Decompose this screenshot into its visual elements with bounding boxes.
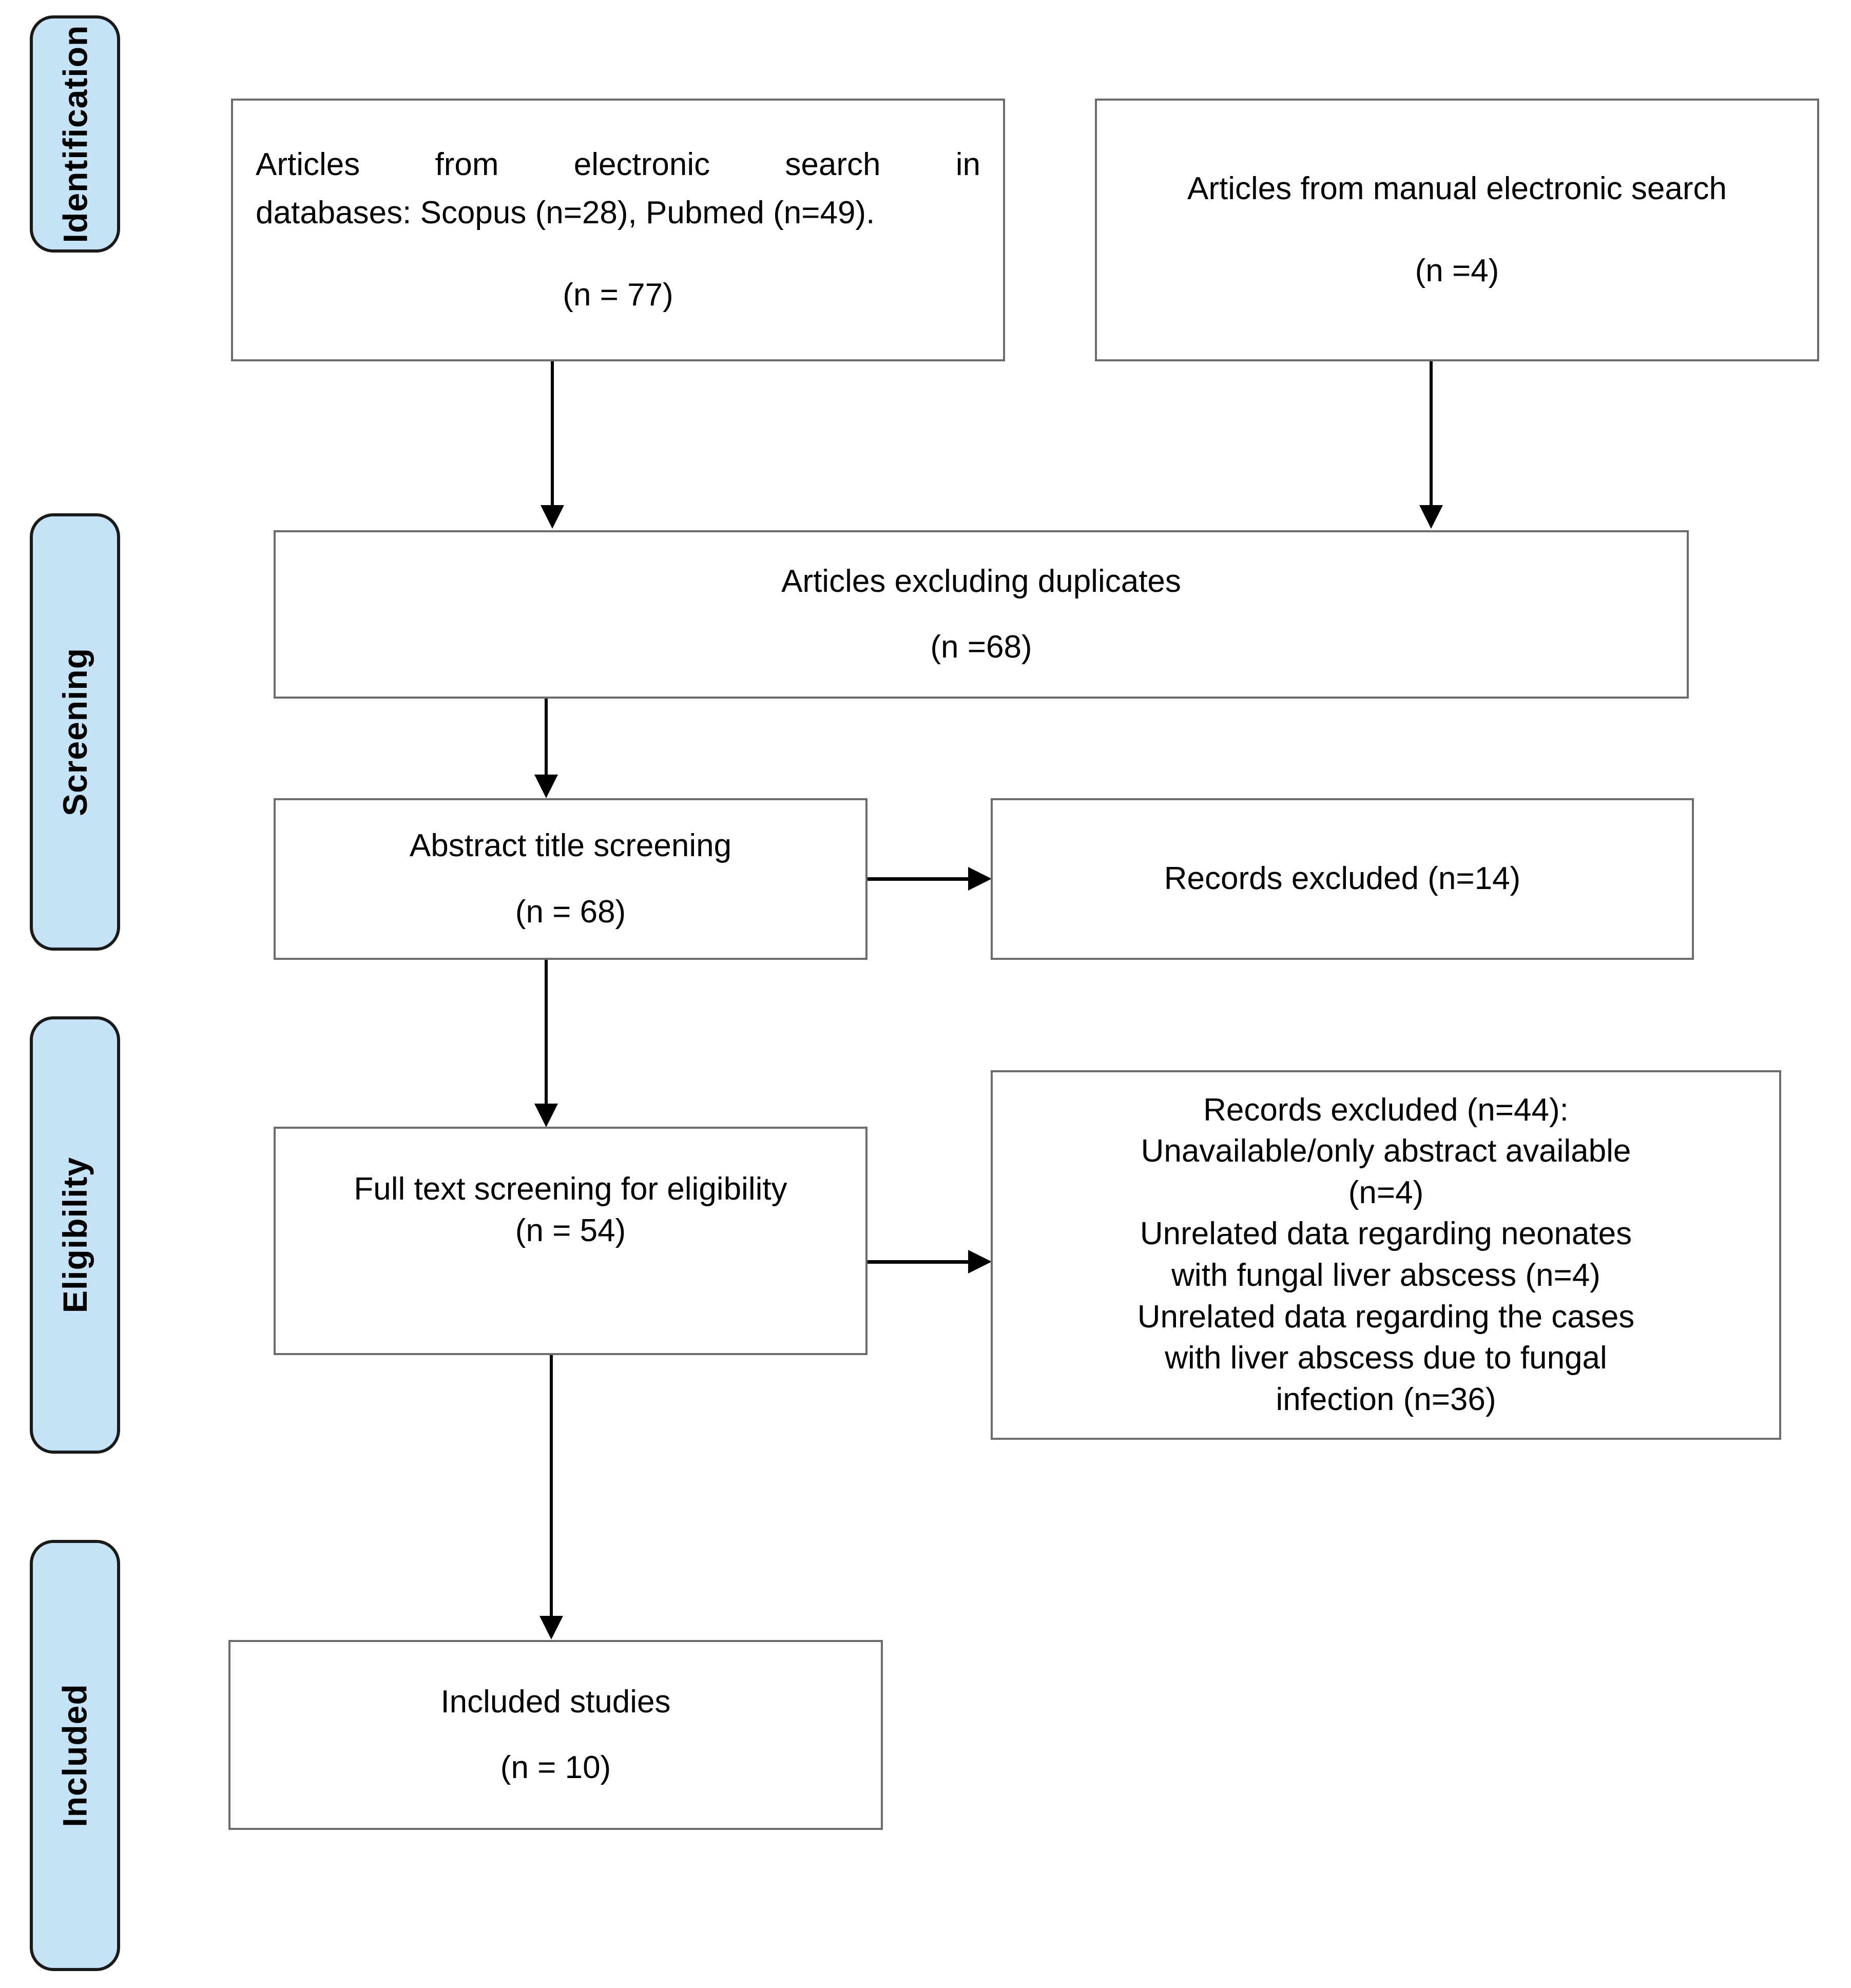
full-text-screening-line1: Full text screening for eligibility	[354, 1171, 787, 1207]
stage-label-eligibility-text: Eligibility	[56, 1156, 94, 1314]
records-excluded-eligibility-line5: with fungal liver abscess (n=4)	[1171, 1258, 1601, 1293]
box-records-excluded-screening: Records excluded (n=14)	[991, 798, 1694, 960]
connector-manual-to-duplicates	[1430, 361, 1433, 505]
connector-duplicates-to-abstract	[545, 699, 548, 775]
spacer	[1120, 213, 1795, 247]
included-studies-line1: Included studies	[440, 1684, 671, 1720]
included-studies-count: (n = 10)	[500, 1750, 611, 1785]
connector-fulltext-to-excluded44	[867, 1260, 969, 1264]
spacer	[298, 871, 843, 888]
box-included-studies: Included studies (n = 10)	[228, 1640, 883, 1830]
records-excluded-screening-line1: Records excluded (n=14)	[1164, 861, 1521, 897]
stage-label-screening: Screening	[30, 513, 120, 951]
stage-label-identification: Identification	[30, 15, 120, 253]
records-excluded-eligibility-line1: Records excluded (n=44):	[1203, 1092, 1569, 1128]
full-text-screening-count: (n = 54)	[515, 1212, 626, 1248]
stage-label-screening-text: Screening	[56, 647, 94, 817]
records-excluded-eligibility-line6: Unrelated data regarding the cases	[1137, 1299, 1635, 1335]
arrowhead-electronic-to-duplicates	[541, 505, 564, 529]
box-records-excluded-eligibility: Records excluded (n=44): Unavailable/onl…	[991, 1070, 1781, 1440]
stage-label-eligibility: Eligibility	[30, 1016, 120, 1454]
box-manual-search: Articles from manual electronic search (…	[1095, 99, 1819, 361]
abstract-title-screening-line1: Abstract title screening	[409, 828, 732, 864]
spacer	[253, 1726, 858, 1744]
arrowhead-fulltext-to-included	[539, 1616, 563, 1639]
manual-search-line1: Articles from manual electronic search	[1187, 170, 1727, 206]
excluding-duplicates-count: (n =68)	[930, 629, 1032, 665]
records-excluded-eligibility-line2: Unavailable/only abstract available	[1141, 1133, 1631, 1169]
arrowhead-abstract-to-excluded14	[968, 867, 992, 891]
electronic-search-count: (n = 77)	[563, 277, 673, 313]
stage-label-included: Included	[30, 1540, 120, 1971]
spacer	[298, 606, 1664, 623]
arrowhead-duplicates-to-abstract	[534, 775, 558, 798]
manual-search-count: (n =4)	[1415, 253, 1499, 288]
records-excluded-eligibility-line7: with liver abscess due to fungal	[1165, 1340, 1607, 1376]
connector-electronic-to-duplicates	[551, 361, 554, 505]
box-full-text-screening: Full text screening for eligibility (n =…	[274, 1127, 867, 1355]
box-excluding-duplicates: Articles excluding duplicates (n =68)	[274, 530, 1689, 699]
connector-fulltext-to-included	[550, 1355, 553, 1616]
records-excluded-eligibility-line3: (n=4)	[1348, 1174, 1424, 1210]
box-electronic-search: Articles from electronic search in datab…	[231, 99, 1005, 361]
records-excluded-eligibility-line8: infection (n=36)	[1276, 1381, 1496, 1417]
spacer	[256, 237, 980, 271]
stage-label-identification-text: Identification	[56, 25, 94, 243]
arrowhead-abstract-to-fulltext	[534, 1104, 558, 1127]
abstract-title-screening-count: (n = 68)	[515, 894, 626, 930]
electronic-search-line2: databases: Scopus (n=28), Pubmed (n=49).	[256, 195, 875, 230]
connector-abstract-to-fulltext	[545, 960, 548, 1104]
electronic-search-line1: Articles from electronic search in	[256, 146, 980, 182]
records-excluded-eligibility-line4: Unrelated data regarding neonates	[1140, 1216, 1632, 1252]
connector-abstract-to-excluded14	[867, 877, 969, 881]
arrowhead-fulltext-to-excluded44	[968, 1250, 992, 1273]
arrowhead-manual-to-duplicates	[1419, 505, 1443, 529]
excluding-duplicates-line1: Articles excluding duplicates	[781, 563, 1181, 599]
stage-label-included-text: Included	[56, 1684, 94, 1827]
box-abstract-title-screening: Abstract title screening (n = 68)	[274, 798, 867, 960]
